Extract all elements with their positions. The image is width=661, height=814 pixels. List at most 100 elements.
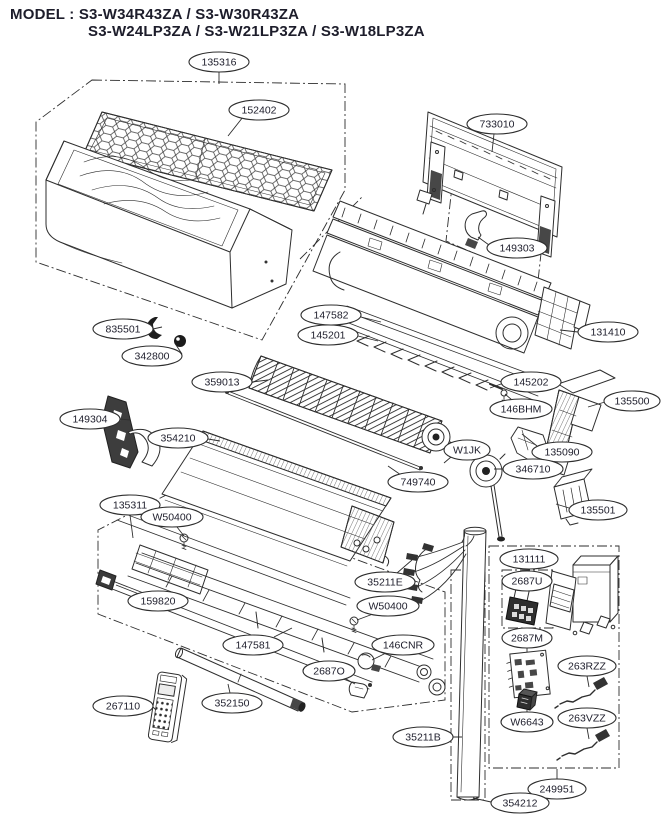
callout-359013: 359013 bbox=[191, 371, 253, 393]
wire-263vzz-art bbox=[556, 729, 610, 761]
callout-label: 135316 bbox=[201, 57, 236, 69]
callout-label: W50400 bbox=[152, 512, 191, 524]
callout-label: 147581 bbox=[235, 640, 270, 652]
callout-ellipse bbox=[527, 778, 587, 800]
callout-ellipse bbox=[501, 570, 553, 592]
callout-147581: 147581 bbox=[222, 634, 284, 656]
callout-2687u: 2687U bbox=[501, 570, 553, 592]
callout-w50400-top: W50400 bbox=[140, 506, 204, 528]
callout-label: 131410 bbox=[590, 327, 625, 339]
wall-plate-art bbox=[422, 111, 563, 258]
callout-147582: 147582 bbox=[300, 304, 362, 326]
callout-label: W1JK bbox=[453, 445, 481, 457]
callout-label: 145201 bbox=[310, 330, 345, 342]
callout-label: 135501 bbox=[580, 505, 615, 517]
callout-2687o: 2687O bbox=[302, 660, 356, 682]
callout-label: 149303 bbox=[499, 243, 534, 255]
callout-ellipse bbox=[499, 548, 559, 570]
drain-pipe-35211b-art bbox=[456, 526, 487, 801]
chassis-right-grid-art bbox=[534, 286, 591, 350]
callout-label: 159820 bbox=[140, 596, 175, 608]
callout-263vzz: 263VZZ bbox=[557, 707, 617, 729]
screw-w50400-bottom-art bbox=[349, 616, 359, 633]
leader-lines bbox=[115, 72, 606, 803]
callout-267110: 267110 bbox=[92, 695, 154, 717]
damper-146cnr-art bbox=[357, 652, 381, 672]
callout-w50400-bottom: W50400 bbox=[356, 595, 420, 617]
callout-w1jk: W1JK bbox=[443, 439, 491, 461]
callout-ellipse bbox=[127, 590, 189, 612]
callout-149303: 149303 bbox=[486, 237, 548, 259]
callout-ellipse bbox=[121, 345, 183, 367]
callout-346710: 346710 bbox=[502, 458, 564, 480]
boundary-pipe-group bbox=[450, 569, 486, 801]
bracket-149303-art bbox=[464, 210, 487, 249]
callout-ellipse bbox=[501, 627, 553, 649]
callout-149304: 149304 bbox=[59, 408, 121, 430]
callout-835501: 835501 bbox=[92, 318, 154, 340]
callout-label: 149304 bbox=[72, 414, 107, 426]
control-box-131111-art bbox=[545, 555, 619, 636]
callout-ellipse bbox=[466, 113, 528, 135]
callout-2687m: 2687M bbox=[501, 627, 553, 649]
callout-ellipse bbox=[603, 390, 661, 412]
callout-label: 263RZZ bbox=[568, 661, 607, 673]
callout-ellipse bbox=[92, 318, 154, 340]
boundary-bracket-group bbox=[445, 185, 545, 282]
callout-ellipse bbox=[577, 321, 639, 343]
boundary-accessory-group bbox=[488, 545, 620, 769]
boundary-drainpan-group bbox=[97, 491, 446, 713]
boundary-front-panel-group bbox=[35, 79, 346, 341]
callout-146cnr: 146CNR bbox=[371, 634, 435, 656]
callout-ellipse bbox=[371, 634, 435, 656]
callout-label: 2687U bbox=[512, 576, 543, 588]
callout-135090: 135090 bbox=[531, 441, 593, 463]
callouts: 135316 152402 733010 149303 147582 14520… bbox=[59, 51, 661, 814]
callout-131410: 131410 bbox=[577, 321, 639, 343]
callout-label: 352150 bbox=[214, 698, 249, 710]
callout-ellipse bbox=[387, 471, 449, 493]
callout-ellipse bbox=[500, 711, 554, 733]
callout-ellipse bbox=[443, 439, 491, 461]
callout-35211e: 35211E bbox=[354, 571, 416, 593]
callout-label: 346710 bbox=[515, 464, 550, 476]
callout-w6643: W6643 bbox=[500, 711, 554, 733]
callout-label: 152402 bbox=[241, 105, 276, 117]
callout-label: 2687O bbox=[313, 666, 345, 678]
callout-135501: 135501 bbox=[568, 499, 628, 521]
callout-ellipse bbox=[531, 441, 593, 463]
wire-263rzz-art bbox=[554, 677, 608, 709]
callout-label: 354212 bbox=[502, 798, 537, 810]
callout-145201: 145201 bbox=[297, 324, 359, 346]
callout-ellipse bbox=[356, 595, 420, 617]
callout-label: 146BHM bbox=[501, 404, 542, 416]
model-title: MODEL : S3-W34R43ZA / S3-W30R43ZA S3-W24… bbox=[10, 6, 425, 40]
chassis-art bbox=[312, 189, 555, 406]
remote-control-art bbox=[147, 671, 188, 743]
callout-263rzz: 263RZZ bbox=[557, 655, 617, 677]
callout-ellipse bbox=[490, 792, 550, 814]
callout-ellipse bbox=[92, 695, 154, 717]
callout-342800: 342800 bbox=[121, 345, 183, 367]
callout-label: 342800 bbox=[134, 351, 169, 363]
callout-ellipse bbox=[140, 506, 204, 528]
harness-35211e-art bbox=[415, 543, 434, 593]
callout-label: 267110 bbox=[106, 701, 140, 713]
callout-label: 35211B bbox=[405, 732, 440, 744]
drain-pan-147581-art bbox=[127, 544, 446, 696]
side-bracket-149304-art bbox=[101, 395, 161, 469]
callout-ellipse bbox=[147, 427, 209, 449]
callout-ellipse bbox=[201, 692, 263, 714]
callout-label: 359013 bbox=[204, 377, 239, 389]
relay-2687u-art bbox=[505, 583, 539, 626]
callout-354212: 354212 bbox=[490, 792, 550, 814]
callout-label: 145202 bbox=[513, 377, 548, 389]
callout-159820: 159820 bbox=[127, 590, 189, 612]
callout-label: 146CNR bbox=[383, 640, 424, 652]
callout-label: 249951 bbox=[539, 784, 574, 796]
callout-733010: 733010 bbox=[466, 113, 528, 135]
callout-749740: 749740 bbox=[387, 471, 449, 493]
callout-ellipse bbox=[59, 408, 121, 430]
callout-label: 135090 bbox=[544, 447, 579, 459]
